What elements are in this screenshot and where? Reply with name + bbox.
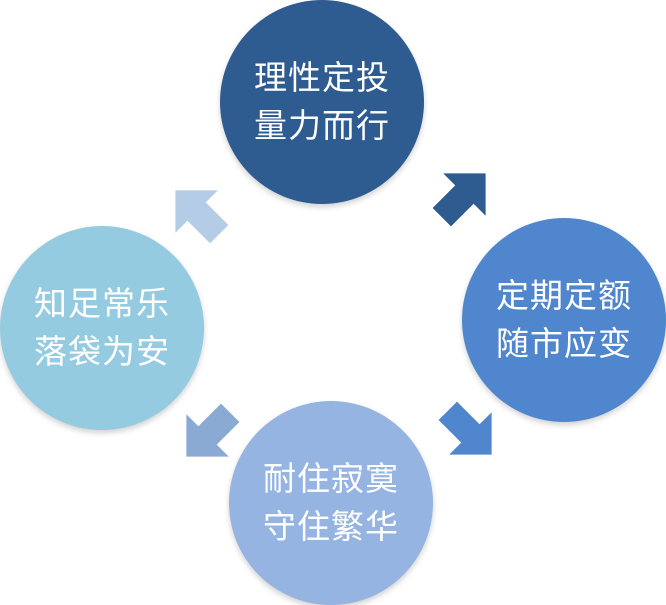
arrow-left-to-top (175, 190, 229, 244)
arrow-top-to-right (432, 173, 486, 227)
arrow-right-to-bottom (438, 401, 492, 455)
node-bottom-line1: 耐住寂寞 (263, 459, 399, 498)
node-right-line1: 定期定额 (496, 276, 632, 315)
node-left-line1: 知足常乐 (34, 284, 170, 323)
node-left-line2: 落袋为安 (34, 332, 170, 371)
node-top-line1: 理性定投 (254, 58, 390, 97)
arrow-bottom-to-left (186, 403, 240, 457)
node-right-line2: 随市应变 (496, 324, 632, 363)
node-left: 知足常乐 落袋为安 (0, 226, 204, 430)
node-bottom-line2: 守住繁华 (263, 507, 399, 546)
node-bottom: 耐住寂寞 守住繁华 (229, 401, 433, 605)
node-right: 定期定额 随市应变 (462, 218, 666, 422)
node-top-line2: 量力而行 (254, 106, 390, 145)
node-top: 理性定投 量力而行 (220, 0, 424, 204)
